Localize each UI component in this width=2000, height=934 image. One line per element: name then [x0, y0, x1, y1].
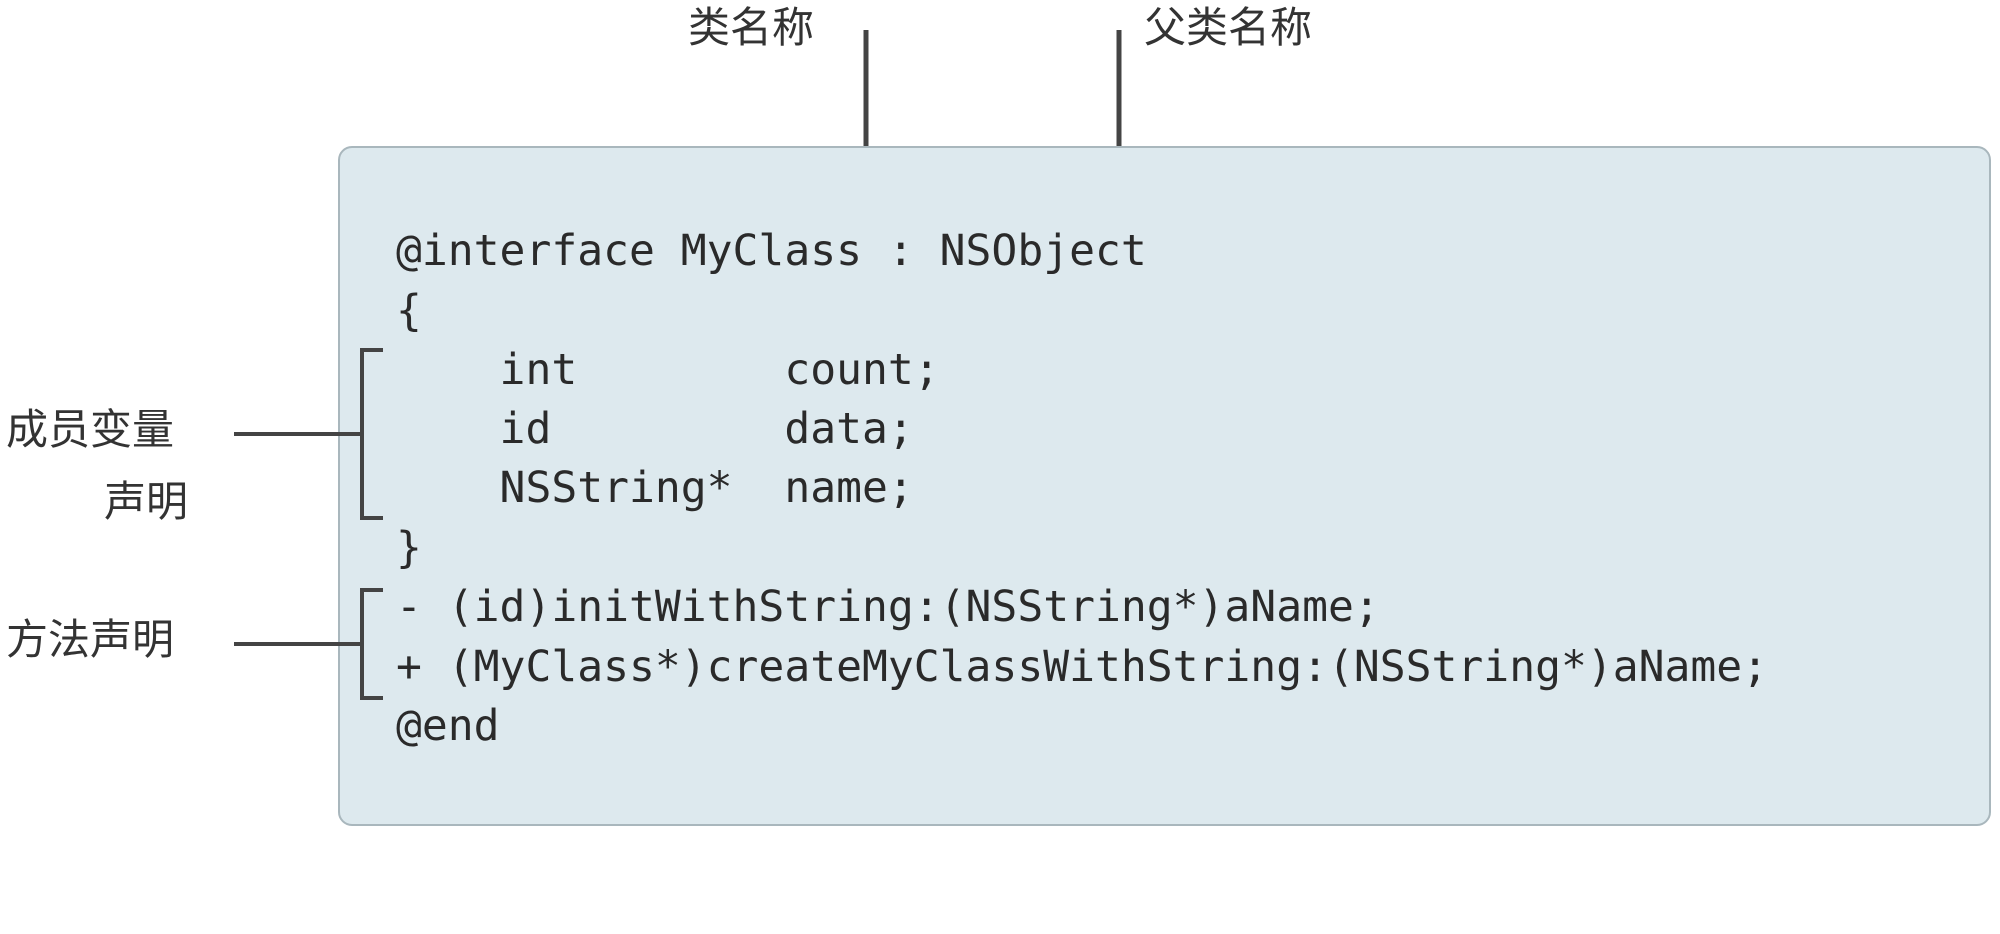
code-line-var-data: id data;: [396, 404, 914, 454]
code-line-var-name: NSString* name;: [396, 463, 914, 513]
member-variables-label: 成员变量: [6, 405, 175, 454]
code-line-method-init: - (id)initWithString:(NSString*)aName;: [396, 582, 1380, 632]
superclass-name-label: 父类名称: [1144, 3, 1313, 52]
member-variables-bracket: [360, 348, 383, 520]
method-declarations-label: 方法声明: [6, 615, 175, 664]
method-declarations-bracket: [360, 588, 383, 700]
code-line-var-count: int count;: [396, 345, 940, 395]
member-variables-label-line2: 声明: [104, 477, 189, 526]
class-name-label: 类名称: [688, 3, 815, 52]
code-line-end: @end: [396, 701, 500, 751]
code-line-close-brace: }: [396, 523, 422, 573]
code-line-open-brace: {: [396, 286, 422, 336]
code-line-interface: @interface MyClass : NSObject: [396, 226, 1147, 276]
bracket-connectors: [234, 348, 383, 700]
code-line-method-create: + (MyClass*)createMyClassWithString:(NSS…: [396, 642, 1769, 692]
code-box: @interface MyClass : NSObject { int coun…: [338, 146, 1991, 826]
